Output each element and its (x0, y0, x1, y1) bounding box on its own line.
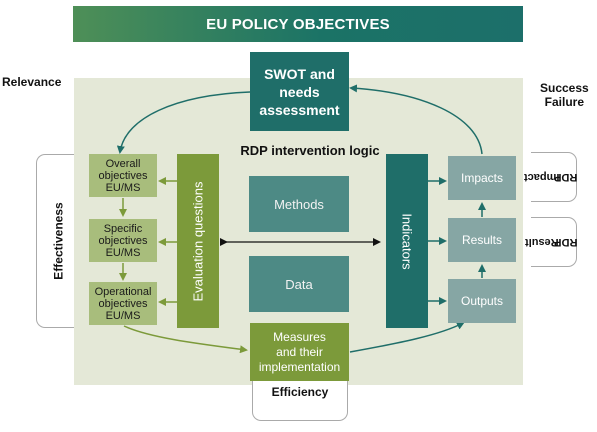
relevance-label: Relevance (2, 75, 62, 89)
effectiveness-bracket: Effectiveness (36, 154, 80, 328)
success-failure-label: Success Failure (540, 81, 589, 109)
evaluation-questions-box: Evaluation questions (177, 154, 219, 328)
rdp-result-tab: RDP Result (525, 217, 577, 267)
data-box: Data (249, 256, 349, 312)
results-label: Results (461, 233, 502, 247)
rdp-impact-tab: RDP Impact (524, 152, 577, 202)
failure-label: Failure (544, 95, 585, 109)
success-label: Success (540, 81, 589, 95)
methods-box: Methods (249, 176, 349, 232)
outputs-label: Outputs (460, 294, 504, 308)
data-label: Data (285, 276, 313, 292)
evaluation-questions-label: Evaluation questions (190, 181, 206, 301)
results-box: Results (448, 218, 516, 262)
arrow-operational-to-measures (123, 325, 248, 354)
indicators-label: Indicators (399, 212, 415, 270)
impacts-box: Impacts (448, 156, 516, 200)
efficiency-tab: Efficiency (252, 381, 348, 421)
impacts-label: Impacts (460, 171, 503, 185)
methods-label: Methods (274, 196, 324, 212)
efficiency-label: Efficiency (271, 385, 329, 399)
banner-title: EU POLICY OBJECTIVES (206, 15, 390, 33)
arrow-measures-to-outputs (349, 322, 465, 353)
operational-objectives-box: Operational objectives EU/MS (89, 282, 157, 325)
measures-implementation-box: Measures and their implementation (250, 323, 349, 381)
arrow-swot-to-overall-objectives (116, 91, 251, 154)
eu-policy-objectives-banner: EU POLICY OBJECTIVES (73, 6, 523, 42)
overall-objectives-box: Overall objectives EU/MS (89, 154, 157, 197)
arrow-impacts-to-swot (349, 84, 483, 155)
swot-needs-assessment-box: SWOT and needs assessment (250, 52, 349, 131)
rdp-intervention-logic-title: RDP intervention logic (240, 143, 380, 158)
outputs-box: Outputs (448, 279, 516, 323)
indicators-box: Indicators (386, 154, 428, 328)
specific-objectives-box: Specific objectives EU/MS (89, 219, 157, 262)
